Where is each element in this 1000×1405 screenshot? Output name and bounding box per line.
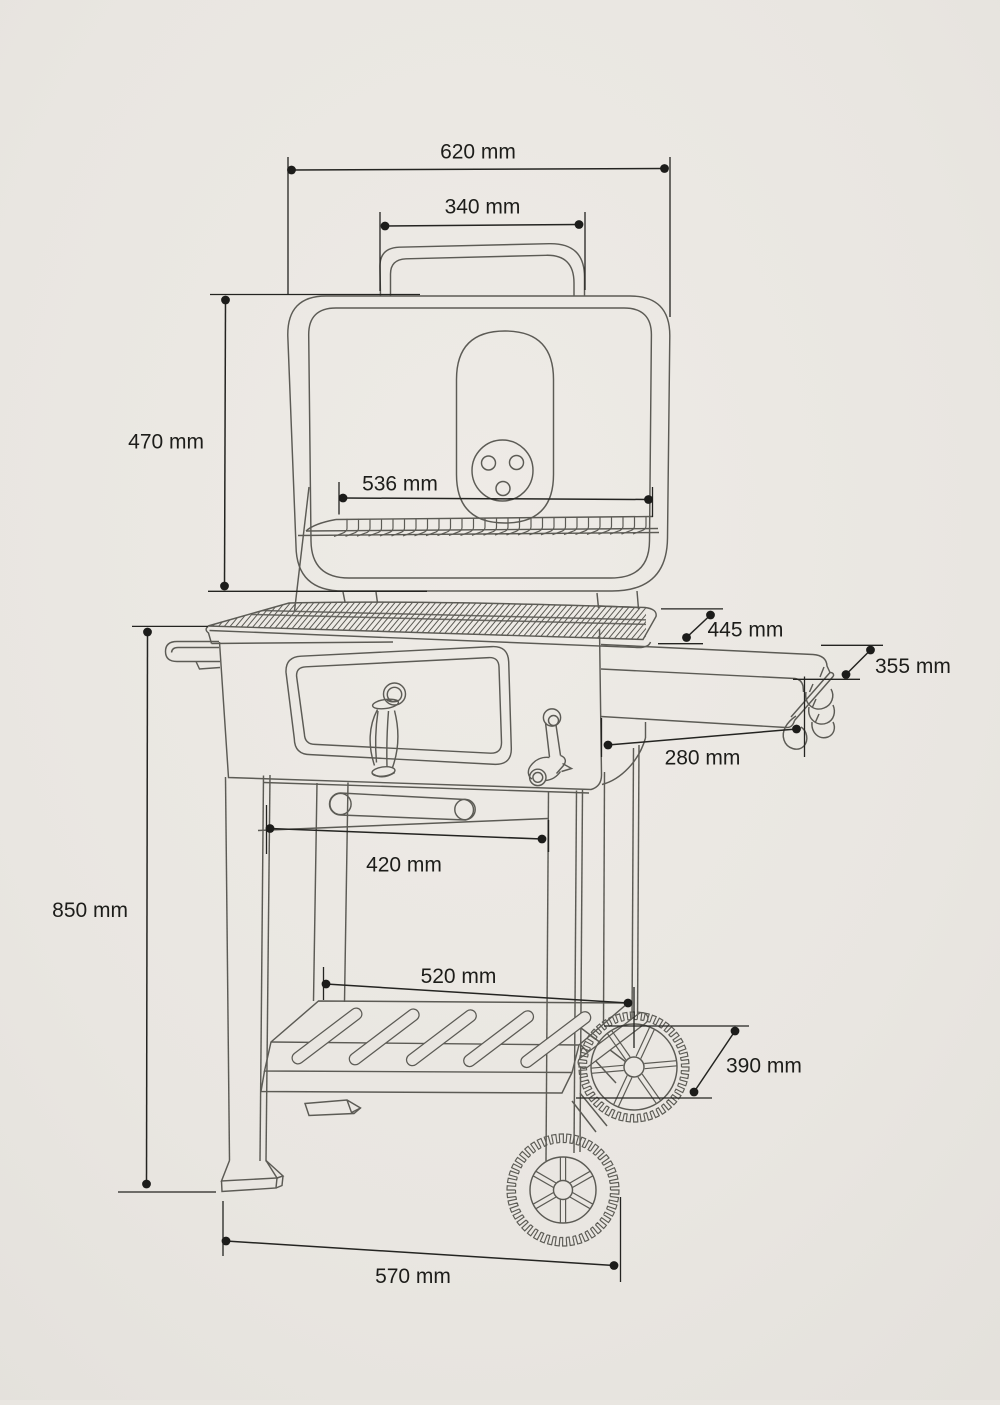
svg-text:445 mm: 445 mm <box>708 619 784 642</box>
svg-text:470 mm: 470 mm <box>128 431 204 454</box>
svg-text:355 mm: 355 mm <box>875 655 951 678</box>
svg-text:420 mm: 420 mm <box>366 854 442 877</box>
svg-text:520 mm: 520 mm <box>421 965 497 988</box>
svg-text:536 mm: 536 mm <box>362 473 438 496</box>
svg-text:850 mm: 850 mm <box>52 899 128 922</box>
svg-text:620 mm: 620 mm <box>440 141 516 164</box>
svg-text:390 mm: 390 mm <box>726 1055 802 1078</box>
svg-text:570 mm: 570 mm <box>375 1265 451 1288</box>
svg-text:340 mm: 340 mm <box>445 196 521 219</box>
svg-text:280 mm: 280 mm <box>665 747 741 770</box>
